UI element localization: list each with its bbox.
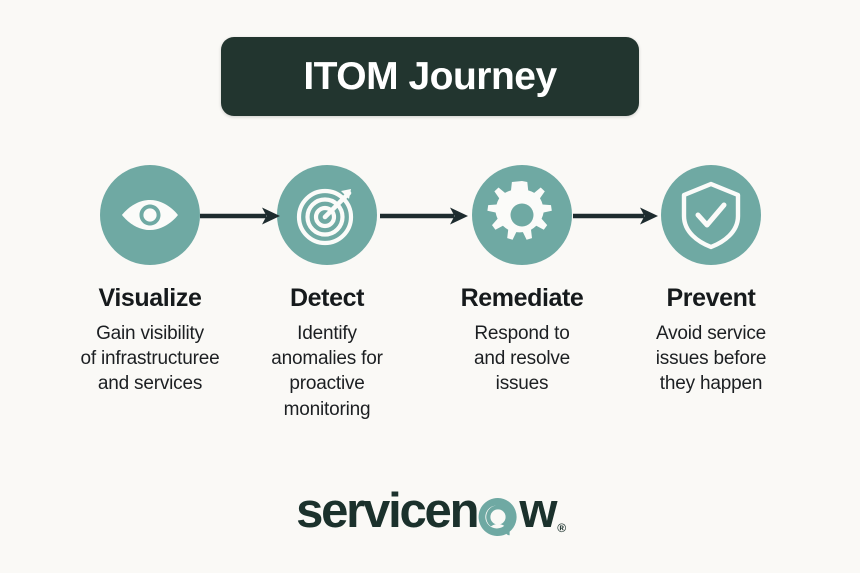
registered-trademark-icon: ®: [557, 521, 566, 535]
logo-text-w: w: [519, 484, 557, 538]
title-banner: ITOM Journey: [221, 37, 639, 116]
logo-mark-o: [478, 497, 518, 537]
gear-icon: [486, 179, 558, 251]
step-description-detect: Identify anomalies for proactive monitor…: [271, 322, 383, 420]
step-heading-detect: Detect: [289, 284, 365, 312]
step-heading-visualize: Visualize: [98, 284, 202, 312]
servicenow-logo: servicen w ®: [0, 487, 860, 536]
shield-check-icon-circle: [661, 165, 761, 265]
target-radar-icon-circle: [277, 165, 377, 265]
gear-icon-circle: [472, 165, 572, 265]
eye-icon: [115, 180, 185, 250]
arrow-visualize-to-detect: [200, 206, 282, 226]
shield-check-icon: [678, 180, 744, 250]
eye-icon-circle: [100, 165, 200, 265]
journey-step-prevent: Prevent Avoid service issues before they…: [616, 165, 806, 397]
arrow-remediate-to-prevent: [573, 206, 660, 226]
journey-step-remediate: Remediate Respond to and resolve issues: [427, 165, 617, 397]
journey-step-visualize: Visualize Gain visibility of infrastruct…: [55, 165, 245, 397]
target-radar-icon: [291, 179, 363, 251]
step-heading-remediate: Remediate: [460, 284, 584, 312]
step-description-prevent: Avoid service issues before they happen: [655, 322, 767, 395]
page-title: ITOM Journey: [303, 55, 557, 98]
step-description-visualize: Gain visibility of infrastructuree and s…: [80, 322, 220, 395]
arrow-detect-to-remediate: [380, 206, 470, 226]
step-heading-prevent: Prevent: [666, 284, 756, 312]
journey-step-detect: Detect Identify anomalies for proactive …: [232, 165, 422, 422]
logo-text-servicen: servicen: [296, 484, 479, 538]
step-description-remediate: Respond to and resolve issues: [473, 322, 571, 395]
